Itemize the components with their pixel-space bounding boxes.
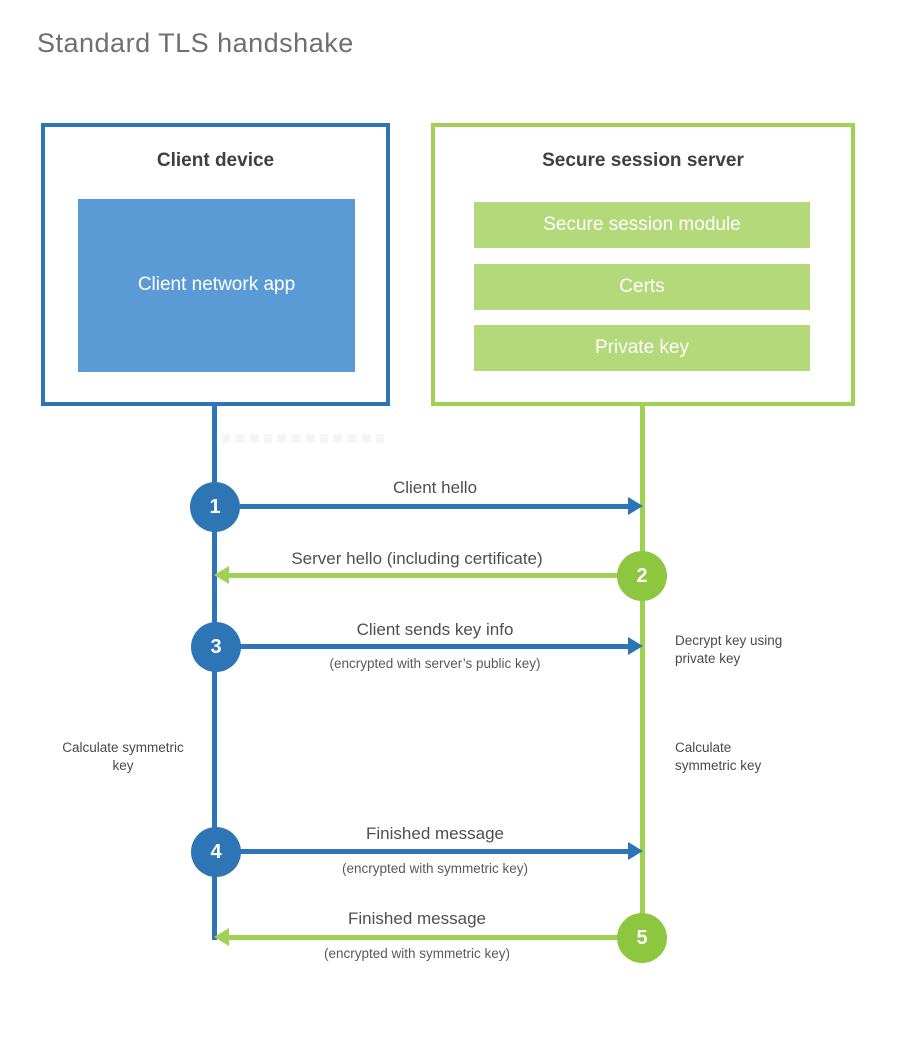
- step1-circle: 1: [190, 482, 240, 532]
- step4-arrow-line: [240, 849, 630, 854]
- step1-arrowhead-right-icon: [628, 497, 643, 515]
- calculate-symmetric-key-note-left: Calculate symmetric key: [62, 740, 184, 773]
- step5-sublabel: (encrypted with symmetric key): [323, 946, 511, 961]
- faint-dashed-line: [222, 434, 390, 443]
- server-lifeline: [640, 404, 645, 938]
- step5-circle: 5: [617, 913, 667, 963]
- step3-arrowhead-right-icon: [628, 637, 643, 655]
- step3-sublabel: (encrypted with server’s public key): [329, 656, 541, 671]
- step1-arrow-line: [240, 504, 630, 509]
- step2-label: Server hello (including certificate): [291, 549, 543, 568]
- server-module-certs: Certs: [474, 264, 810, 310]
- step3-circle: 3: [191, 622, 241, 672]
- step2-arrowhead-left-icon: [214, 566, 229, 584]
- decrypt-key-note: Decrypt key using private key: [675, 633, 783, 666]
- client-network-app-label: Client network app: [137, 274, 296, 296]
- server-module-private-key: Private key: [474, 325, 810, 371]
- step4-arrowhead-right-icon: [628, 842, 643, 860]
- step5-label: Finished message: [348, 909, 486, 928]
- step3-arrow-line: [240, 644, 630, 649]
- client-device-title: Client device: [156, 150, 275, 171]
- page-title: Standard TLS handshake: [37, 28, 354, 58]
- client-lifeline: [212, 404, 217, 940]
- step5-arrowhead-left-icon: [214, 928, 229, 946]
- step4-label: Finished message: [366, 824, 504, 843]
- step3-label: Client sends key info: [356, 620, 514, 639]
- step2-circle: 2: [617, 551, 667, 601]
- step4-circle: 4: [191, 827, 241, 877]
- step5-arrow-line: [228, 935, 618, 940]
- step2-arrow-line: [228, 573, 618, 578]
- server-module-secure-session: Secure session module: [474, 202, 810, 248]
- secure-session-server-title: Secure session server: [542, 150, 744, 171]
- calculate-symmetric-key-note-right: Calculate symmetric key: [675, 740, 762, 773]
- step4-sublabel: (encrypted with symmetric key): [341, 861, 529, 876]
- step1-label: Client hello: [392, 478, 478, 497]
- client-network-app-block: Client network app: [78, 199, 355, 372]
